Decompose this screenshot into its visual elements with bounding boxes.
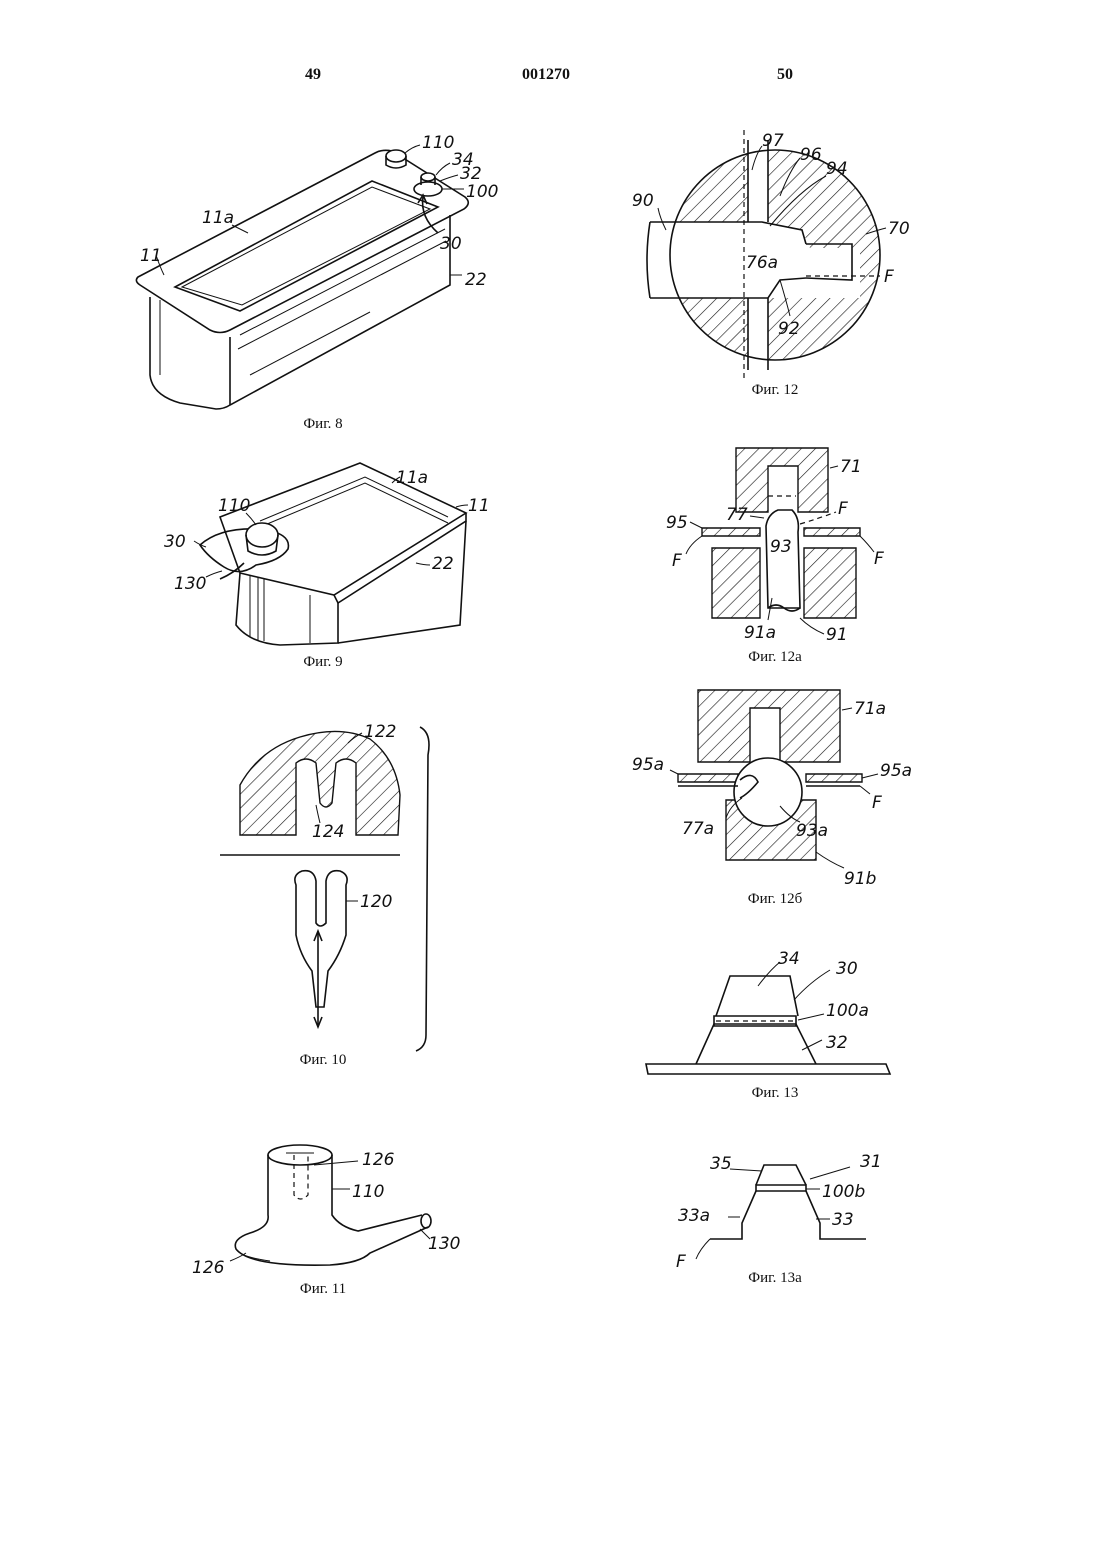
- label-F-left: F: [672, 551, 682, 571]
- label-93a: 93a: [796, 821, 828, 841]
- label-35: 35: [710, 1154, 732, 1174]
- label-33: 33: [832, 1210, 854, 1230]
- label-130: 130: [174, 574, 206, 594]
- label-95: 95: [666, 513, 688, 533]
- label-33a: 33a: [678, 1206, 710, 1226]
- figure-12-drawing: 97 96 94 90 70 76a F 92: [630, 130, 920, 380]
- label-11: 11: [468, 496, 490, 516]
- label-11: 11: [140, 246, 162, 266]
- label-30: 30: [440, 234, 462, 254]
- label-76a: 76a: [746, 253, 778, 273]
- caption-fig-11: Фиг. 11: [300, 1281, 346, 1298]
- caption-fig-8: Фиг. 8: [303, 416, 342, 433]
- label-32: 32: [460, 164, 482, 184]
- label-30: 30: [164, 532, 186, 552]
- label-77: 77: [726, 505, 748, 525]
- figure-11-drawing: 126 110 130 126: [190, 1135, 470, 1285]
- label-31: 31: [860, 1152, 882, 1172]
- label-71a: 71a: [854, 699, 886, 719]
- caption-fig-10: Фиг. 10: [300, 1052, 347, 1069]
- label-F: F: [676, 1252, 686, 1272]
- caption-fig-12: Фиг. 12: [752, 382, 799, 399]
- label-95a-left: 95a: [632, 755, 664, 775]
- label-30: 30: [836, 959, 858, 979]
- figure-9-drawing: 110 30 130 11a 11 22: [160, 455, 500, 655]
- figure-12b-drawing: 71a 95a 95a F 77a 93a 91b: [630, 690, 930, 890]
- label-100: 100: [466, 182, 498, 202]
- document-number: 001270: [522, 66, 570, 84]
- label-126-top: 126: [362, 1150, 395, 1170]
- label-97: 97: [762, 131, 784, 151]
- label-F: F: [884, 267, 894, 287]
- label-91a: 91a: [744, 623, 776, 643]
- label-120: 120: [360, 892, 392, 912]
- label-122: 122: [364, 722, 396, 742]
- label-71: 71: [840, 457, 862, 477]
- label-11a: 11a: [202, 208, 234, 228]
- caption-fig-12a: Фиг. 12а: [748, 649, 802, 666]
- label-110: 110: [352, 1182, 384, 1202]
- label-100a: 100a: [826, 1001, 869, 1021]
- caption-fig-13: Фиг. 13: [752, 1085, 799, 1102]
- label-92: 92: [778, 319, 800, 339]
- caption-fig-12b: Фиг. 12б: [748, 891, 802, 908]
- label-70: 70: [888, 219, 910, 239]
- label-F: F: [872, 793, 882, 813]
- caption-fig-13a: Фиг. 13а: [748, 1270, 802, 1287]
- figure-12a-drawing: 71 95 77 F F 93 F 91a 91: [660, 448, 910, 648]
- label-90: 90: [632, 191, 654, 211]
- label-100b: 100b: [822, 1182, 865, 1202]
- label-77a: 77a: [682, 819, 714, 839]
- label-110: 110: [218, 496, 250, 516]
- figure-13a-drawing: 35 31 100b 33a 33 F: [670, 1145, 920, 1275]
- left-page-number: 49: [305, 66, 321, 84]
- label-22: 22: [465, 270, 487, 290]
- label-130: 130: [428, 1234, 460, 1254]
- label-F-right: F: [874, 549, 884, 569]
- figure-8-drawing: 110 34 32 100 11a 11 30 22: [120, 125, 520, 415]
- label-91b: 91b: [844, 869, 876, 889]
- label-34: 34: [778, 949, 800, 969]
- label-32: 32: [826, 1033, 848, 1053]
- label-126-bottom: 126: [192, 1258, 225, 1278]
- label-94: 94: [826, 159, 848, 179]
- label-124: 124: [312, 822, 344, 842]
- label-95a-right: 95a: [880, 761, 912, 781]
- label-93: 93: [770, 537, 792, 557]
- figure-13-drawing: 34 30 100a 32: [640, 940, 940, 1080]
- caption-fig-9: Фиг. 9: [303, 654, 342, 671]
- figure-10-drawing: 122 124 120: [220, 715, 440, 1055]
- label-22: 22: [432, 554, 454, 574]
- label-11a: 11a: [396, 468, 428, 488]
- label-F-top: F: [838, 499, 848, 519]
- right-page-number: 50: [777, 66, 793, 84]
- label-110: 110: [422, 133, 454, 153]
- label-96: 96: [800, 145, 822, 165]
- label-91: 91: [826, 625, 848, 645]
